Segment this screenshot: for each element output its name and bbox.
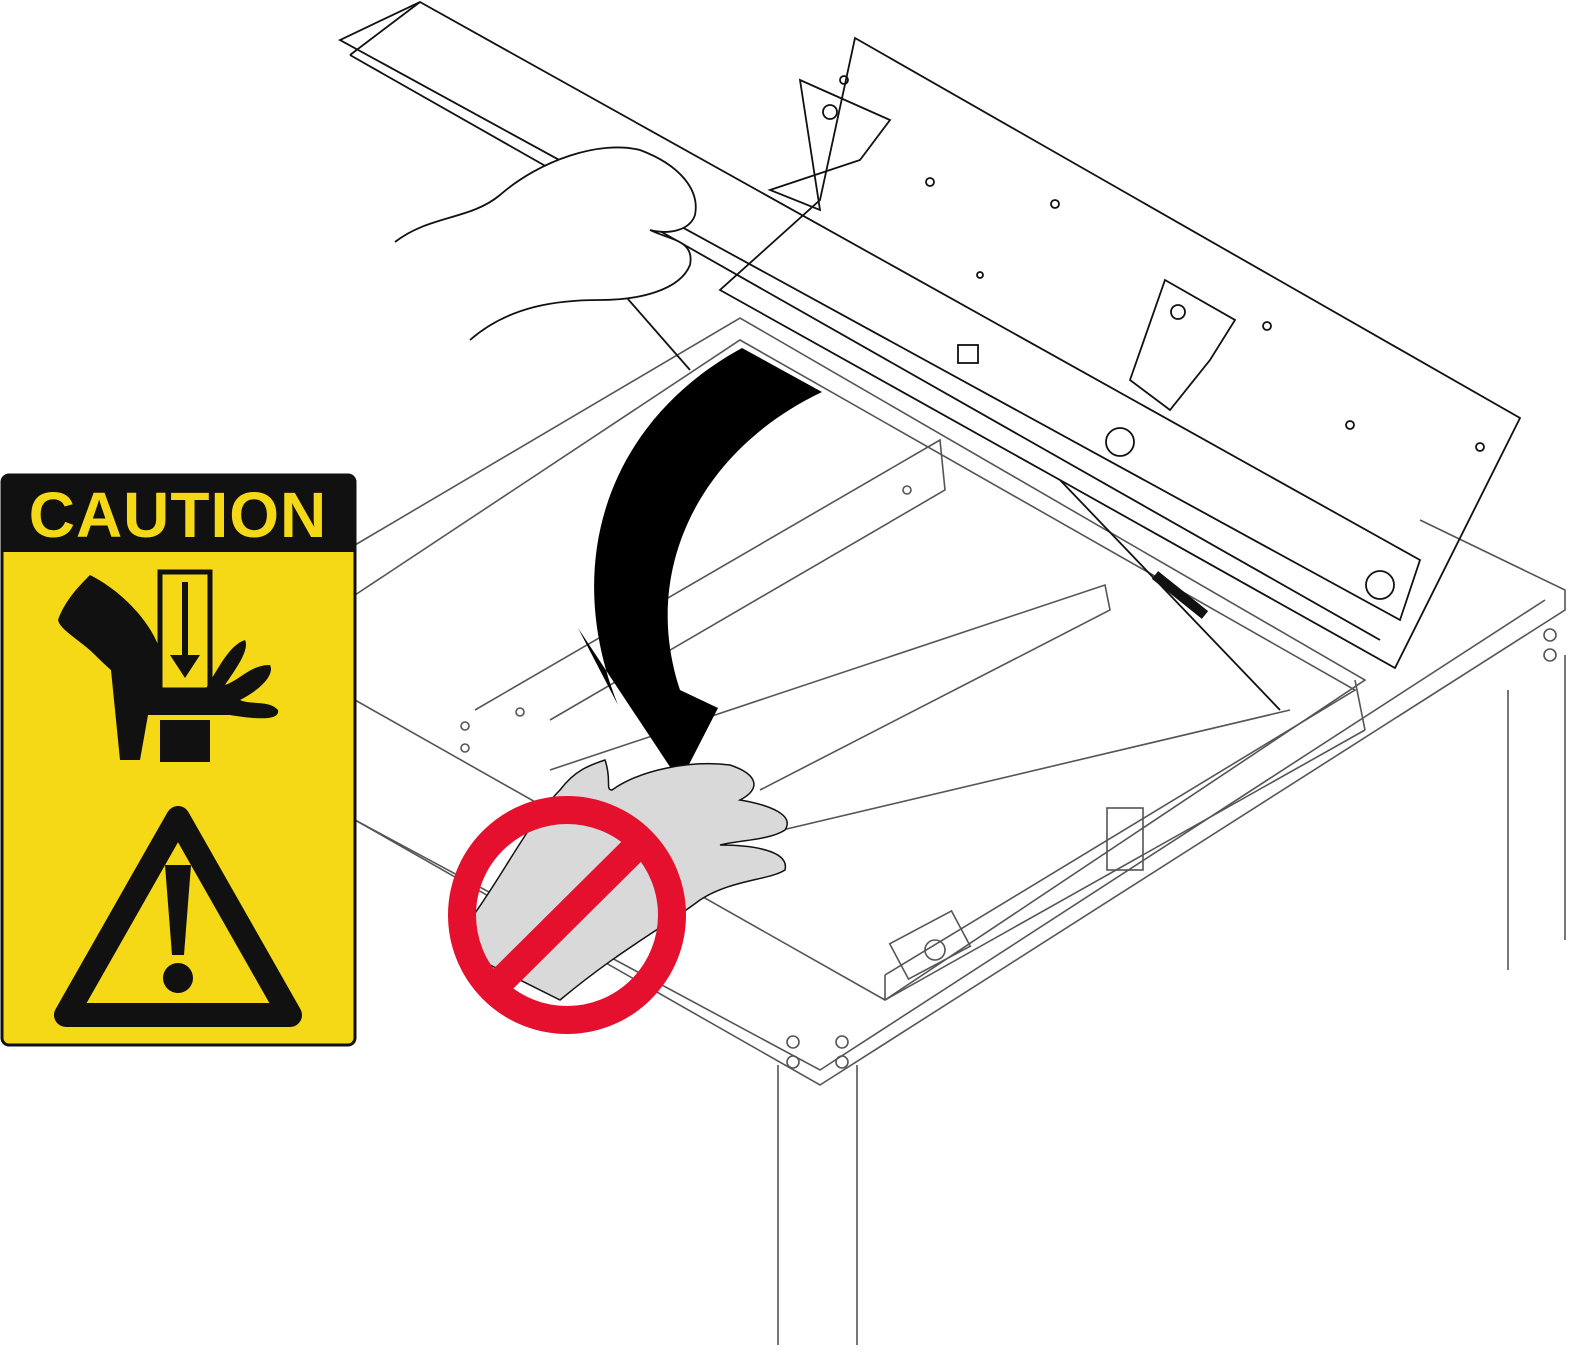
pinch-hazard-icon [58,569,279,762]
warning-triangle-icon [54,806,302,1027]
latch-icon [888,909,972,981]
tray-frame [354,317,1367,1001]
open-lid [338,0,1522,670]
close-direction-arrow [578,348,822,782]
gas-struts [619,289,1281,711]
caution-label: CAUTION [29,479,328,551]
prohibition-icon [448,796,686,1034]
hand-lifting-lid [394,146,697,341]
caution-sign: CAUTION [0,473,357,1047]
